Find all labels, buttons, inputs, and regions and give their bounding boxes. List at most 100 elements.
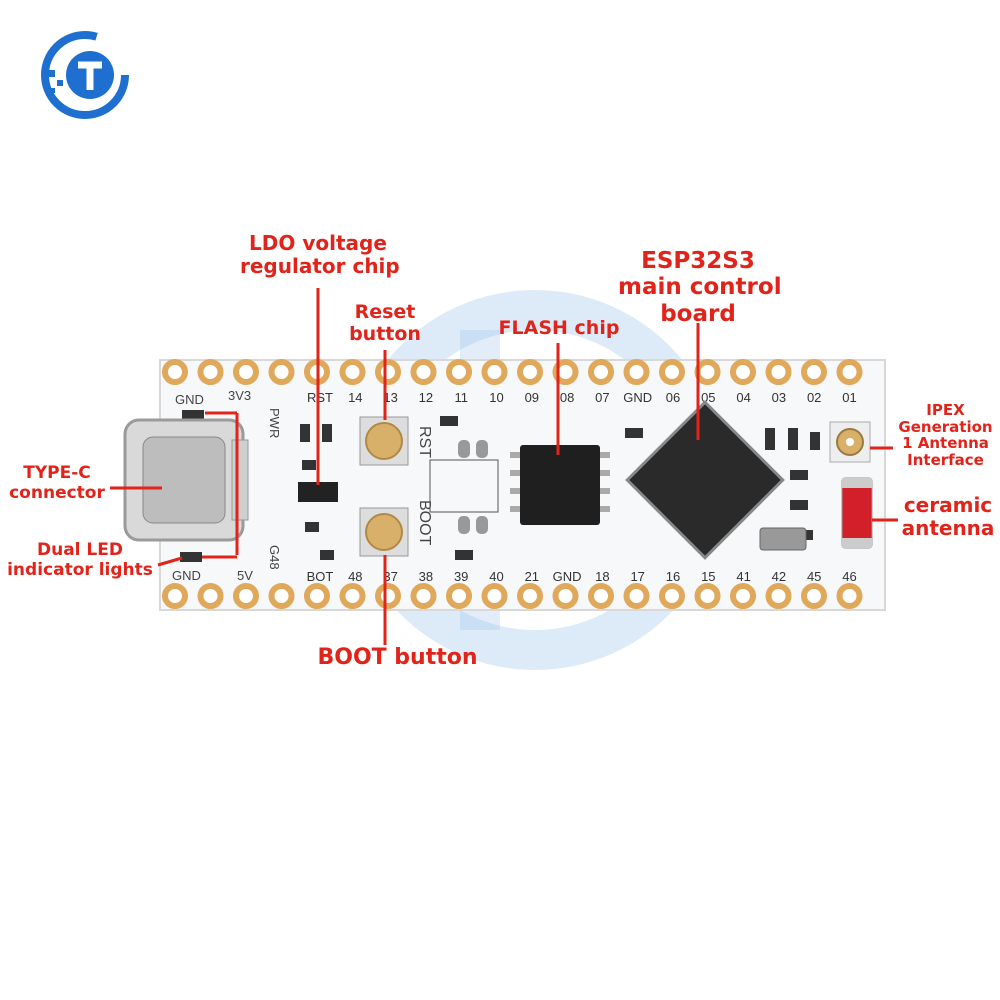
pin-pad bbox=[481, 583, 508, 609]
pin-pad bbox=[659, 359, 685, 385]
bottom-pin-label: 18 bbox=[595, 569, 609, 584]
pin-pad bbox=[588, 583, 614, 609]
pin-pad bbox=[694, 583, 721, 609]
pin-pad bbox=[836, 583, 863, 609]
top-pin-label: GND bbox=[623, 390, 652, 405]
bottom-pin-label: 38 bbox=[419, 569, 433, 584]
top-pin-label: 10 bbox=[489, 390, 503, 405]
top-pin-label: 03 bbox=[772, 390, 786, 405]
bottom-pin-label: 48 bbox=[348, 569, 362, 584]
pin-pad bbox=[481, 359, 508, 385]
bottom-pin-label: 37 bbox=[383, 569, 397, 584]
pin-pad bbox=[694, 359, 721, 385]
pin-pad bbox=[765, 359, 792, 385]
pin-pad bbox=[552, 583, 579, 609]
silk-gnd-top: GND bbox=[175, 392, 204, 407]
top-pin-label: 12 bbox=[419, 390, 433, 405]
pin-pad bbox=[162, 583, 188, 609]
pin-pad bbox=[517, 359, 543, 385]
pin-pad bbox=[623, 583, 650, 609]
bottom-pin-label: 21 bbox=[525, 569, 539, 584]
pin-pad bbox=[552, 359, 579, 385]
bottom-pin-label: 40 bbox=[489, 569, 503, 584]
reset-button-body bbox=[359, 416, 409, 466]
silk-pwr: PWR bbox=[267, 408, 282, 438]
silk-5v: 5V bbox=[237, 568, 253, 583]
pin-pad bbox=[304, 583, 330, 609]
silk-g48: G48 bbox=[267, 545, 282, 570]
top-pin-label: 13 bbox=[383, 390, 397, 405]
bottom-pin-label: 16 bbox=[666, 569, 680, 584]
silk-rst: RST bbox=[416, 426, 433, 458]
pin-pad bbox=[162, 359, 188, 385]
bottom-pin-label: GND bbox=[553, 569, 582, 584]
silk-3v3: 3V3 bbox=[228, 388, 251, 403]
bottom-pin-label: 15 bbox=[701, 569, 715, 584]
pin-pad bbox=[339, 583, 366, 609]
pin-pad bbox=[233, 583, 259, 609]
pin-pad bbox=[765, 583, 792, 609]
pin-pad bbox=[268, 583, 295, 609]
pin-pad bbox=[659, 583, 685, 609]
bottom-pin-label: 46 bbox=[842, 569, 856, 584]
pin-pad bbox=[517, 583, 543, 609]
pin-pad bbox=[339, 359, 366, 385]
top-pin-label: 02 bbox=[807, 390, 821, 405]
pin-pad bbox=[197, 359, 224, 385]
pin-pad bbox=[730, 583, 756, 609]
pin-pad bbox=[410, 583, 437, 609]
pin-pad bbox=[623, 359, 650, 385]
pin-pad bbox=[446, 583, 472, 609]
esp32s3-chip bbox=[625, 400, 785, 560]
led-top bbox=[182, 410, 204, 420]
top-pin-pads bbox=[162, 359, 863, 385]
bottom-pin-label: 39 bbox=[454, 569, 468, 584]
bottom-pin-label: 45 bbox=[807, 569, 821, 584]
bottom-pin-pads bbox=[162, 583, 863, 609]
callout-flash: FLASH chip bbox=[498, 317, 620, 339]
pin-pad bbox=[730, 359, 756, 385]
pin-pad bbox=[801, 359, 827, 385]
pin-pad bbox=[836, 359, 863, 385]
ldo-chip bbox=[298, 482, 338, 502]
pin-pad bbox=[588, 359, 614, 385]
ipex-connector bbox=[829, 421, 871, 463]
top-pin-label: 01 bbox=[842, 390, 856, 405]
pin-pad bbox=[268, 359, 295, 385]
top-pin-label: 14 bbox=[348, 390, 362, 405]
brand-logo bbox=[41, 31, 129, 119]
top-pin-label: 08 bbox=[560, 390, 574, 405]
pin-pad bbox=[801, 583, 827, 609]
boot-button-body bbox=[359, 507, 409, 557]
bottom-pin-label: 17 bbox=[630, 569, 644, 584]
top-pin-label: 04 bbox=[736, 390, 750, 405]
leader-lines bbox=[110, 288, 898, 645]
bottom-pin-label: 42 bbox=[772, 569, 786, 584]
silk-gnd-bottom: GND bbox=[172, 568, 201, 583]
top-pin-label: 07 bbox=[595, 390, 609, 405]
bottom-pin-labels: BOT 48 37 38 39 40 21 GND 18 17 16 15 41 42 45 46 bbox=[307, 569, 857, 584]
bottom-pin-label: 41 bbox=[736, 569, 750, 584]
pin-pad bbox=[233, 359, 259, 385]
flash-chip bbox=[520, 445, 600, 525]
pin-pad bbox=[446, 359, 472, 385]
pin-pad bbox=[410, 359, 437, 385]
top-pin-label: 06 bbox=[666, 390, 680, 405]
silk-boot: BOOT bbox=[416, 500, 433, 546]
ceramic-antenna bbox=[841, 477, 873, 549]
led-bottom bbox=[180, 552, 202, 562]
pin-pad bbox=[375, 583, 401, 609]
pin-pad bbox=[375, 359, 401, 385]
bottom-pin-label: BOT bbox=[307, 569, 334, 584]
callout-boot: BOOT button bbox=[317, 645, 478, 670]
